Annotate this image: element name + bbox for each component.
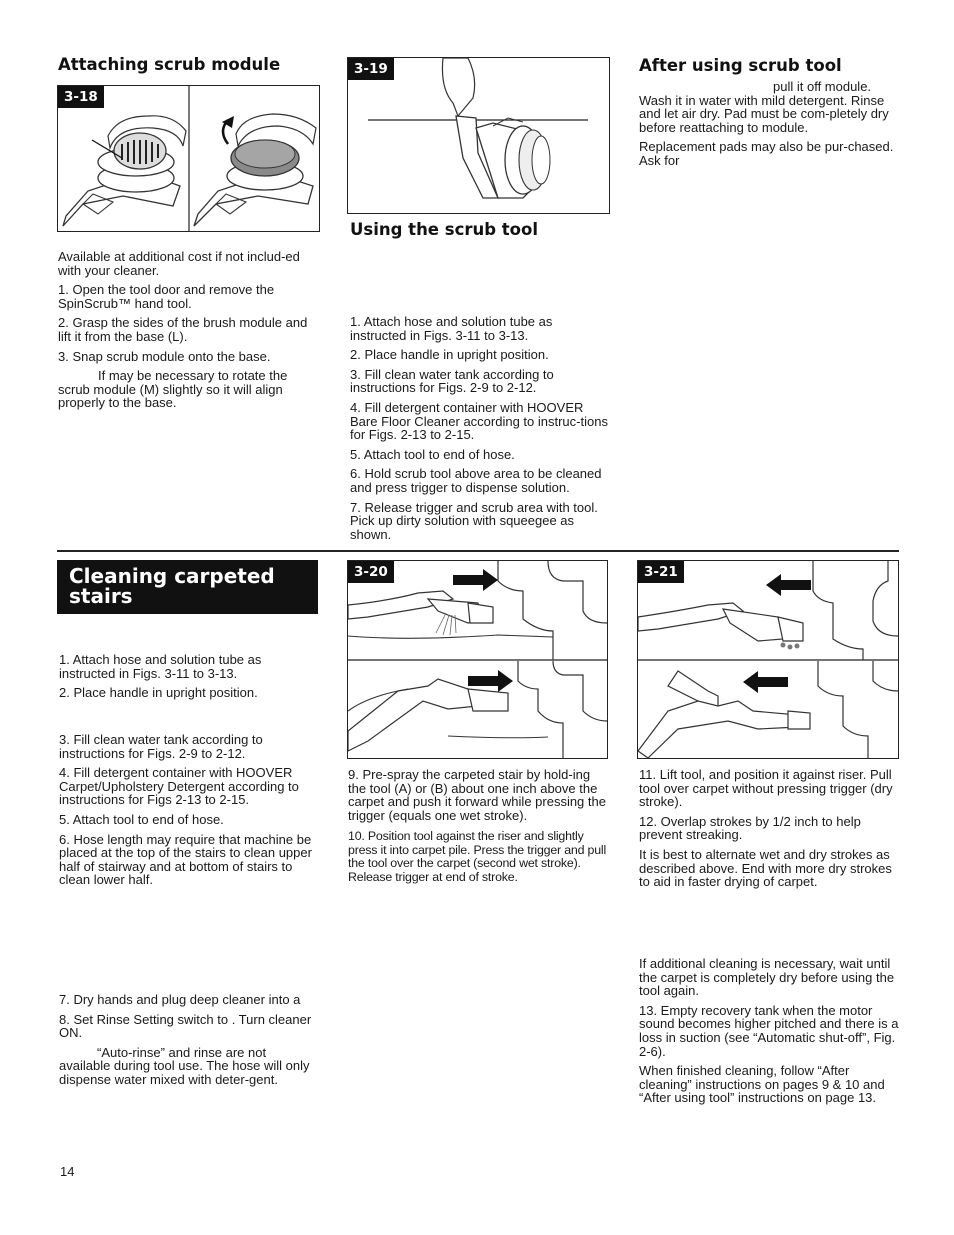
scrub-tool-illustration xyxy=(368,58,588,199)
step-10: 10. Position tool against the riser and … xyxy=(348,829,607,884)
step-13: 13. Empty recovery tank when the motor s… xyxy=(639,1002,899,1059)
step-4: 4. Fill detergent container with HOOVER … xyxy=(350,399,608,443)
step-6: 6. Hose length may require that machine … xyxy=(59,831,312,888)
step-7: 7. Dry hands and plug deep cleaner into … xyxy=(59,992,301,1007)
stairs-steps-part-c: 7. Dry hands and plug deep cleaner into … xyxy=(59,993,317,1093)
step-6: 6. Hold scrub tool above area to be clea… xyxy=(350,466,602,495)
stair-dry-stroke-illustration xyxy=(638,561,898,758)
step-8: 8. Set Rinse Setting switch to . Turn cl… xyxy=(59,1011,312,1041)
paragraph: Available at additional cost if not incl… xyxy=(58,249,300,278)
section-banner-cleaning-carpeted-stairs: Cleaning carpeted stairs xyxy=(57,560,318,614)
figure-tag: 3-21 xyxy=(638,561,684,583)
figure-tag: 3-18 xyxy=(58,86,104,108)
step-5: 5. Attach tool to end of hose. xyxy=(59,811,224,827)
section-heading-using-scrub-tool: Using the scrub tool xyxy=(350,220,539,239)
section-divider xyxy=(57,550,899,552)
step-3: 3. Fill clean water tank according to in… xyxy=(59,732,263,761)
paragraph: When finished cleaning, follow “After cl… xyxy=(639,1063,885,1106)
stairs-steps-right-b: If additional cleaning is necessary, wai… xyxy=(639,957,901,1111)
step-5: 5. Attach tool to end of hose. xyxy=(350,446,515,462)
banner-line: stairs xyxy=(69,584,133,608)
using-scrub-tool-text: 1. Attach hose and solution tube as inst… xyxy=(350,315,608,547)
stairs-steps-right-a: 11. Lift tool, and position it against r… xyxy=(639,768,901,895)
figure-3-20: 3-20 xyxy=(347,560,608,759)
figure-3-21: 3-21 xyxy=(637,560,899,759)
paragraph: If additional cleaning is necessary, wai… xyxy=(639,956,895,999)
step-1: 1. Open the tool door and remove the Spi… xyxy=(58,282,275,311)
step-11: 11. Lift tool, and position it against r… xyxy=(639,767,893,810)
attaching-scrub-module-text: Available at additional cost if not incl… xyxy=(58,250,316,416)
step-4: 4. Fill detergent container with HOOVER … xyxy=(59,765,299,808)
note-paragraph: If may be necessary to rotate the scrub … xyxy=(58,368,288,411)
stairs-steps-part-b: 3. Fill clean water tank according to in… xyxy=(59,733,321,893)
paragraph: pull it off module. Wash it in water wit… xyxy=(639,79,889,135)
stair-wet-stroke-illustration xyxy=(348,561,607,758)
page-number: 14 xyxy=(60,1164,75,1179)
section-heading-after-using-scrub-tool: After using scrub tool xyxy=(639,56,842,75)
step-9: 9. Pre-spray the carpeted stair by hold-… xyxy=(348,767,606,823)
step-12: 12. Overlap strokes by 1/2 inch to help … xyxy=(639,813,861,843)
step-1: 1. Attach hose and solution tube as inst… xyxy=(350,314,553,343)
stairs-steps-part-a: 1. Attach hose and solution tube as inst… xyxy=(59,653,317,706)
step-2: 2. Grasp the sides of the brush module a… xyxy=(58,315,308,344)
figure-3-18: 3-18 xyxy=(57,85,320,232)
stairs-steps-mid: 9. Pre-spray the carpeted stair by hold-… xyxy=(348,768,606,890)
step-3: 3. Fill clean water tank according to in… xyxy=(350,366,554,396)
figure-tag: 3-20 xyxy=(348,561,394,583)
step-2: 2. Place handle in upright position. xyxy=(59,685,258,701)
note-paragraph: “Auto-rinse” and rinse are not available… xyxy=(59,1044,310,1087)
step-7: 7. Release trigger and scrub area with t… xyxy=(350,499,598,542)
step-2: 2. Place handle in upright position. xyxy=(350,347,549,363)
step-1: 1. Attach hose and solution tube as inst… xyxy=(59,652,262,681)
figure-tag: 3-19 xyxy=(348,58,394,80)
section-heading-attaching-scrub-module: Attaching scrub module xyxy=(58,55,281,74)
banner-line: Cleaning carpeted xyxy=(69,564,275,588)
figure-3-19: 3-19 xyxy=(347,57,610,214)
tip-paragraph: It is best to alternate wet and dry stro… xyxy=(639,846,892,890)
step-3: 3. Snap scrub module onto the base. xyxy=(58,348,271,364)
paragraph: Replacement pads may also be pur-chased.… xyxy=(639,139,894,168)
scrub-module-illustration xyxy=(62,86,317,231)
after-using-scrub-tool-text: pull it off module. Wash it in water wit… xyxy=(639,80,901,174)
